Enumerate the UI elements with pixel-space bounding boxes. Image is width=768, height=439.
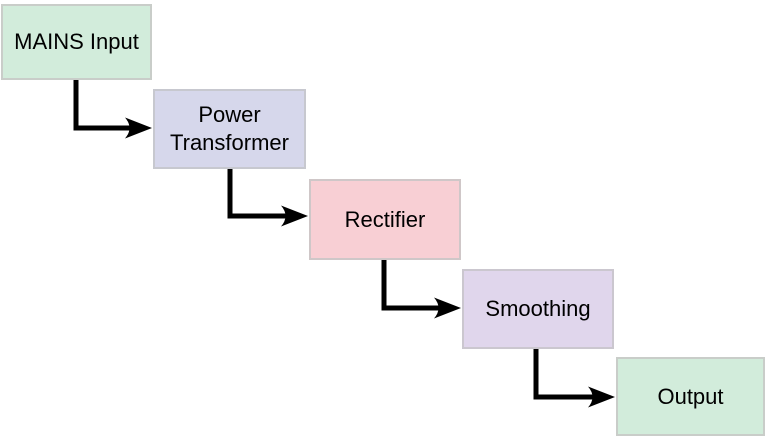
- node-power-transformer: Power Transformer: [153, 89, 306, 169]
- connector-transformer-to-rectifier: [227, 167, 308, 227]
- node-smoothing: Smoothing: [462, 269, 614, 349]
- connector-rectifier-to-smoothing: [381, 258, 461, 319]
- node-rectifier-label: Rectifier: [344, 206, 426, 232]
- node-output-label: Output: [657, 383, 724, 409]
- node-smoothing-label: Smoothing: [485, 296, 591, 322]
- node-mains-input: MAINS Input: [1, 4, 152, 80]
- node-output: Output: [616, 357, 765, 436]
- arrowhead-icon: [281, 205, 308, 227]
- connector-mains-to-transformer: [73, 79, 152, 139]
- arrowhead-icon: [434, 297, 461, 319]
- arrowhead-icon: [588, 386, 615, 408]
- node-rectifier: Rectifier: [309, 179, 461, 260]
- node-mains-input-label: MAINS Input: [14, 29, 139, 55]
- connector-smoothing-to-output: [533, 347, 615, 408]
- node-power-transformer-label: Power Transformer: [170, 102, 289, 155]
- arrowhead-icon: [125, 117, 152, 139]
